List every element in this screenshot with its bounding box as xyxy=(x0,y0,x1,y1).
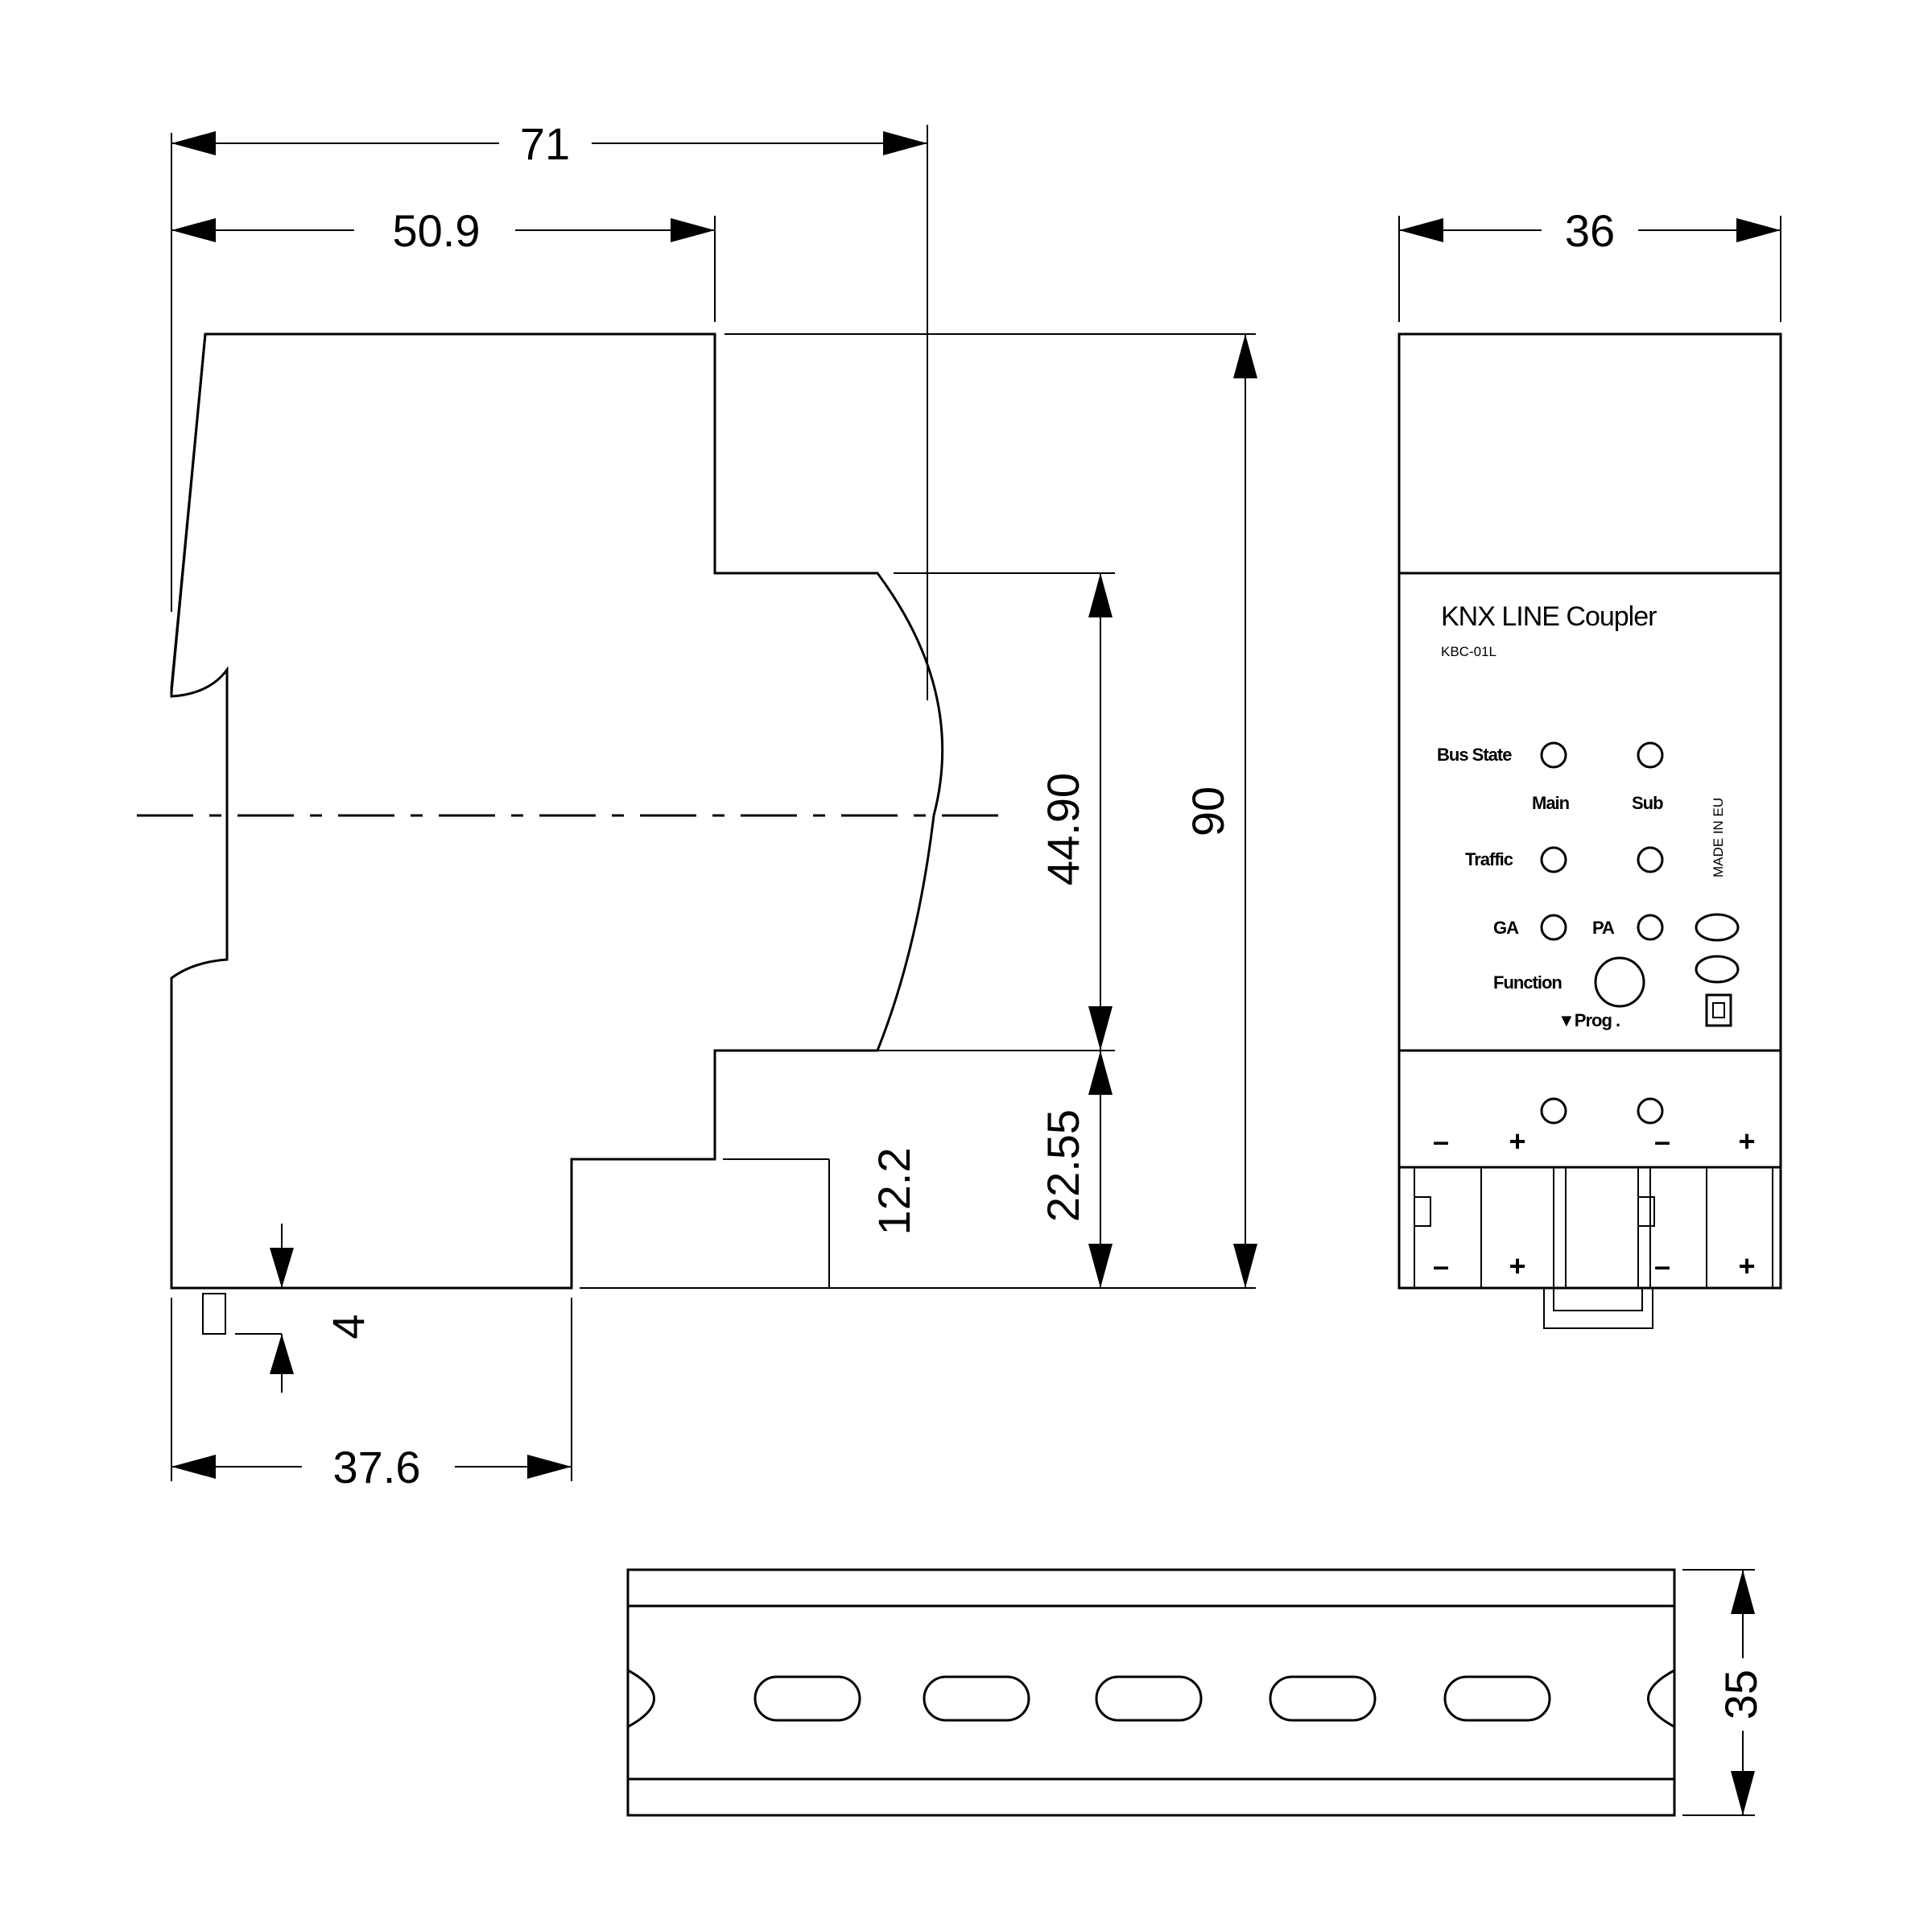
dim-90: 90 xyxy=(1183,334,1257,1288)
led-label-bus-state: Bus State xyxy=(1437,745,1512,765)
terminal-connectors: – + – + xyxy=(1414,1167,1773,1288)
dim-36-label: 36 xyxy=(1565,205,1615,256)
dim-36: 36 xyxy=(1398,205,1781,322)
terminal-label-sub-minus: – xyxy=(1654,1125,1670,1158)
rail-slot xyxy=(1443,1675,1551,1722)
dim-71-label: 71 xyxy=(520,118,570,169)
dim-22-55: 22.55 xyxy=(1038,1051,1113,1288)
connector-label-sub-plus: + xyxy=(1738,1249,1755,1282)
dim-22-55-label: 22.55 xyxy=(1038,1109,1088,1222)
led-ga xyxy=(1540,914,1567,941)
function-label: Function xyxy=(1493,972,1562,993)
product-title: KNX LINE Coupler xyxy=(1441,601,1657,632)
din-rail-outline xyxy=(626,1568,1676,1817)
dim-37-6-label: 37.6 xyxy=(333,1442,421,1492)
cert-mark-icon-1 xyxy=(1695,913,1740,942)
led-traffic-main xyxy=(1540,846,1567,873)
rail-slot xyxy=(753,1675,861,1722)
prog-button[interactable] xyxy=(1594,956,1645,1008)
dim-4: 4 xyxy=(270,1224,374,1393)
led-label-main: Main xyxy=(1532,793,1570,813)
dim-50-9: 50.9 xyxy=(171,205,715,256)
terminal-led-left xyxy=(1540,1097,1567,1125)
terminal-label-main-plus: + xyxy=(1509,1125,1525,1158)
led-label-ga: GA xyxy=(1493,918,1519,938)
approval-marks xyxy=(1695,913,1740,1027)
side-view-outline xyxy=(170,332,944,1290)
connector-label-main-minus: – xyxy=(1433,1249,1449,1282)
led-label-traffic: Traffic xyxy=(1465,849,1513,869)
connector-label-sub-minus: – xyxy=(1654,1249,1670,1282)
double-insulation-icon xyxy=(1705,993,1732,1027)
dim-44-90: 44.90 xyxy=(1038,573,1113,1051)
led-pa xyxy=(1637,914,1664,941)
rail-clip-tab xyxy=(202,1293,226,1335)
dim-71: 71 xyxy=(171,118,927,169)
led-label-pa: PA xyxy=(1592,918,1615,938)
cert-mark-icon-2 xyxy=(1695,955,1740,984)
din-rail xyxy=(626,1568,1676,1817)
rail-slot xyxy=(1269,1675,1377,1722)
prog-label: ▼Prog . xyxy=(1558,1010,1620,1030)
dim-35-label: 35 xyxy=(1715,1670,1766,1719)
led-bus-state-sub xyxy=(1637,741,1664,769)
side-view-upper-edge xyxy=(170,333,207,693)
product-model: KBC-01L xyxy=(1441,644,1496,659)
rail-slot xyxy=(1095,1675,1203,1722)
terminal-label-main-minus: – xyxy=(1433,1125,1449,1158)
dim-44-90-label: 44.90 xyxy=(1038,773,1088,886)
dim-90-label: 90 xyxy=(1183,786,1233,836)
rail-slot xyxy=(923,1675,1030,1722)
dim-50-9-label: 50.9 xyxy=(393,205,481,256)
dim-4-label: 4 xyxy=(323,1314,374,1339)
led-traffic-sub xyxy=(1637,846,1664,873)
dim-37-6: 37.6 xyxy=(171,1442,572,1492)
led-bus-state-main xyxy=(1540,741,1567,769)
side-view xyxy=(137,332,998,1335)
dim-12-2-label: 12.2 xyxy=(869,1148,919,1236)
led-label-sub: Sub xyxy=(1632,793,1663,813)
extension-lines xyxy=(171,125,1256,1481)
made-in-label: MADE IN EU xyxy=(1711,798,1726,877)
din-clip xyxy=(1543,1287,1653,1329)
dim-35: 35 xyxy=(1682,1569,1766,1816)
connector-label-main-plus: + xyxy=(1509,1249,1525,1282)
terminal-led-right xyxy=(1637,1097,1664,1125)
terminal-label-sub-plus: + xyxy=(1738,1125,1755,1158)
front-view: KNX LINE Coupler KBC-01L Bus State Main … xyxy=(1397,332,1782,1329)
